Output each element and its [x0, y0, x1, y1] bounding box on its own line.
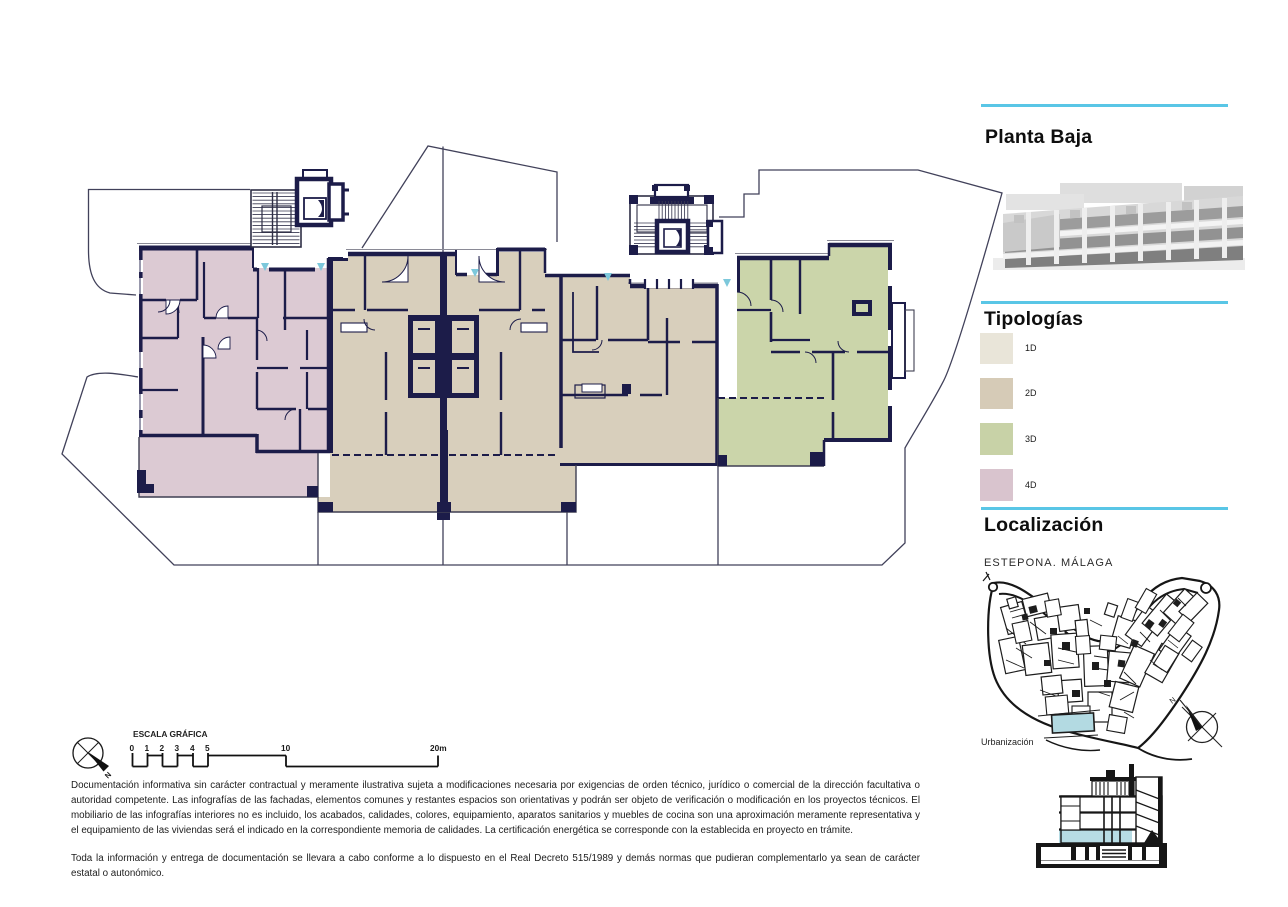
- svg-text:1: 1: [145, 743, 150, 753]
- svg-text:10: 10: [281, 743, 291, 753]
- svg-text:N: N: [103, 770, 113, 780]
- svg-text:4: 4: [190, 743, 195, 753]
- svg-text:3: 3: [175, 743, 180, 753]
- svg-text:5: 5: [205, 743, 210, 753]
- svg-text:0: 0: [130, 743, 135, 753]
- svg-text:2: 2: [160, 743, 165, 753]
- svg-text:20m: 20m: [430, 743, 447, 753]
- svg-text:N: N: [1168, 695, 1178, 705]
